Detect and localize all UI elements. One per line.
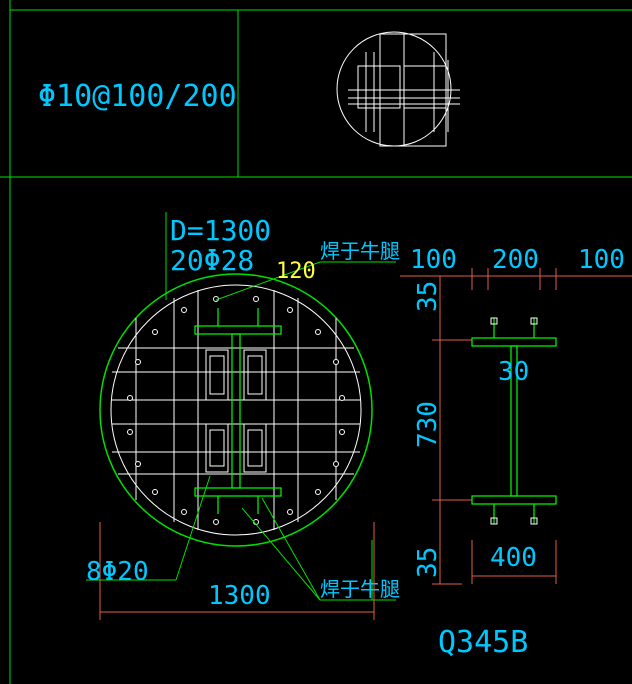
web-dim: 30	[498, 357, 529, 387]
dim-right-100: 100	[578, 245, 625, 275]
stirrup-spec: Φ10@100/200	[38, 79, 237, 114]
thumbnail-section-icon	[336, 31, 460, 147]
leader-lines	[86, 212, 396, 601]
spacing-label: 120	[276, 259, 316, 284]
width-dimension-label: 1300	[208, 581, 271, 611]
rebar-dots	[127, 296, 345, 525]
weld-note-top: 焊于牛腿	[320, 239, 400, 263]
dim-top-35: 35	[413, 281, 443, 312]
steel-grade: Q345B	[438, 625, 528, 660]
stirrup-circle	[110, 284, 362, 536]
main-bars-label: 20Φ28	[170, 244, 254, 277]
column-section: D=1300 20Φ28 焊于牛腿 120 8Φ20 焊于牛腿 1300	[86, 212, 400, 620]
flange-dim: 400	[490, 543, 537, 573]
i-beam-section: 100 200 100 30 35 730 35 400 Q345B	[400, 245, 632, 660]
weld-note-bottom: 焊于牛腿	[320, 577, 400, 601]
dim-left-100: 100	[410, 245, 457, 275]
extra-bars-label: 8Φ20	[86, 557, 149, 587]
dim-bottom-35: 35	[413, 547, 443, 578]
dim-730: 730	[413, 401, 443, 448]
steel-i-section	[194, 308, 282, 514]
outer-circle	[99, 273, 373, 547]
diameter-label: D=1300	[170, 214, 271, 247]
width-dimension	[99, 522, 375, 620]
rebar-grid	[112, 290, 360, 530]
dim-mid-200: 200	[492, 245, 539, 275]
